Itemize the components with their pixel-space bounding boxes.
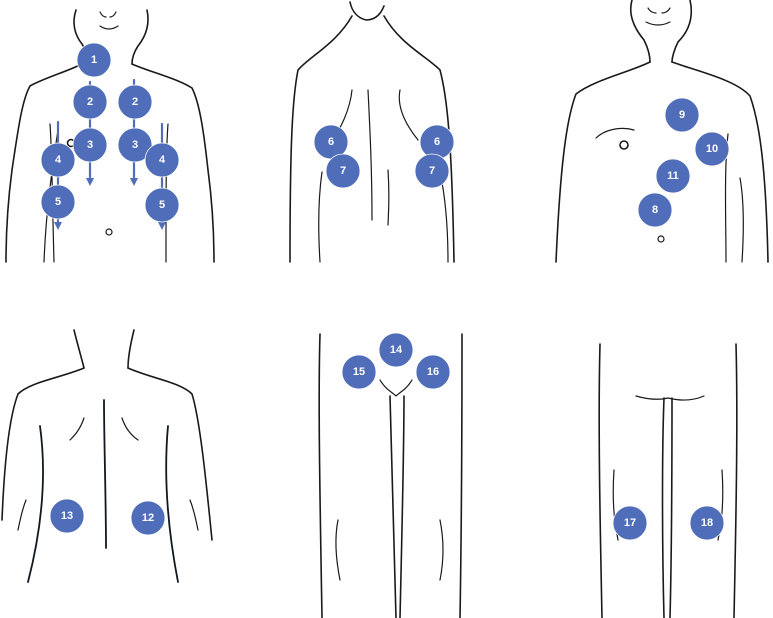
marker-label: 17 — [624, 517, 636, 529]
marker-1: 1 — [76, 42, 112, 78]
marker-16: 16 — [415, 354, 451, 390]
marker-label: 7 — [429, 165, 435, 177]
numbered-circle-icon — [130, 500, 166, 536]
marker-label: 4 — [55, 154, 62, 166]
marker-12: 12 — [130, 500, 166, 536]
marker-15: 15 — [341, 354, 377, 390]
marker-6: 6 — [419, 124, 455, 160]
marker-label: 16 — [427, 366, 439, 378]
marker-7: 7 — [325, 153, 361, 189]
marker-9: 9 — [664, 97, 700, 133]
numbered-circle-icon — [655, 158, 691, 194]
numbered-circle-icon — [637, 192, 673, 228]
marker-10: 10 — [694, 131, 730, 167]
arrow-down-icon — [86, 178, 94, 186]
marker-18: 18 — [689, 505, 725, 541]
marker-5: 5 — [144, 187, 180, 223]
panel-front-torso — [555, 0, 769, 263]
marker-11: 11 — [655, 158, 691, 194]
numbered-circle-icon — [378, 332, 414, 368]
panel-front-chest — [5, 9, 215, 263]
numbered-circle-icon — [664, 97, 700, 133]
marker-8: 8 — [637, 192, 673, 228]
marker-label: 12 — [142, 512, 154, 524]
marker-label: 15 — [353, 366, 365, 378]
marker-2: 2 — [117, 84, 153, 120]
panel-thighs — [318, 333, 463, 618]
marker-label: 11 — [667, 170, 679, 182]
marker-5: 5 — [40, 184, 76, 220]
numbered-circle-icon — [341, 354, 377, 390]
marker-label: 14 — [390, 344, 403, 356]
marker-label: 3 — [87, 139, 93, 151]
marker-2: 2 — [72, 84, 108, 120]
marker-4: 4 — [144, 142, 180, 178]
marker-17: 17 — [612, 505, 648, 541]
marker-label: 4 — [159, 154, 166, 166]
marker-3: 3 — [72, 127, 108, 163]
numbered-circle-icon — [40, 142, 76, 178]
marker-7: 7 — [414, 153, 450, 189]
arrow-down-icon — [158, 222, 166, 230]
marker-label: 2 — [132, 96, 138, 108]
numbered-circle-icon — [144, 142, 180, 178]
numbered-circle-icon — [117, 84, 153, 120]
marker-label: 8 — [652, 204, 658, 216]
marker-label: 9 — [679, 109, 685, 121]
marker-label: 1 — [91, 54, 97, 66]
marker-label: 6 — [434, 136, 440, 148]
marker-label: 6 — [328, 136, 334, 148]
numbered-circle-icon — [40, 184, 76, 220]
numbered-circle-icon — [689, 505, 725, 541]
panel-upper-back — [289, 1, 455, 263]
panel-back-torso — [1, 329, 213, 583]
numbered-circle-icon — [415, 354, 451, 390]
numbered-circle-icon — [49, 498, 85, 534]
numbered-circle-icon — [612, 505, 648, 541]
numbered-circle-icon — [76, 42, 112, 78]
marker-4: 4 — [40, 142, 76, 178]
arrow-down-icon — [54, 222, 62, 230]
numbered-circle-icon — [72, 84, 108, 120]
marker-label: 5 — [159, 199, 165, 211]
marker-label: 2 — [87, 96, 93, 108]
marker-label: 7 — [340, 165, 346, 177]
marker-13: 13 — [49, 498, 85, 534]
marker-label: 10 — [706, 143, 718, 155]
panel-legs-back — [598, 343, 738, 618]
numbered-circle-icon — [144, 187, 180, 223]
marker-label: 5 — [55, 196, 61, 208]
marker-14: 14 — [378, 332, 414, 368]
marker-3: 3 — [117, 127, 153, 163]
arrow-down-icon — [130, 178, 138, 186]
numbered-circle-icon — [414, 153, 450, 189]
numbered-circle-icon — [325, 153, 361, 189]
marker-label: 3 — [132, 139, 138, 151]
numbered-circle-icon — [72, 127, 108, 163]
numbered-circle-icon — [694, 131, 730, 167]
marker-label: 18 — [701, 517, 713, 529]
numbered-circle-icon — [117, 127, 153, 163]
marker-label: 13 — [61, 510, 73, 522]
